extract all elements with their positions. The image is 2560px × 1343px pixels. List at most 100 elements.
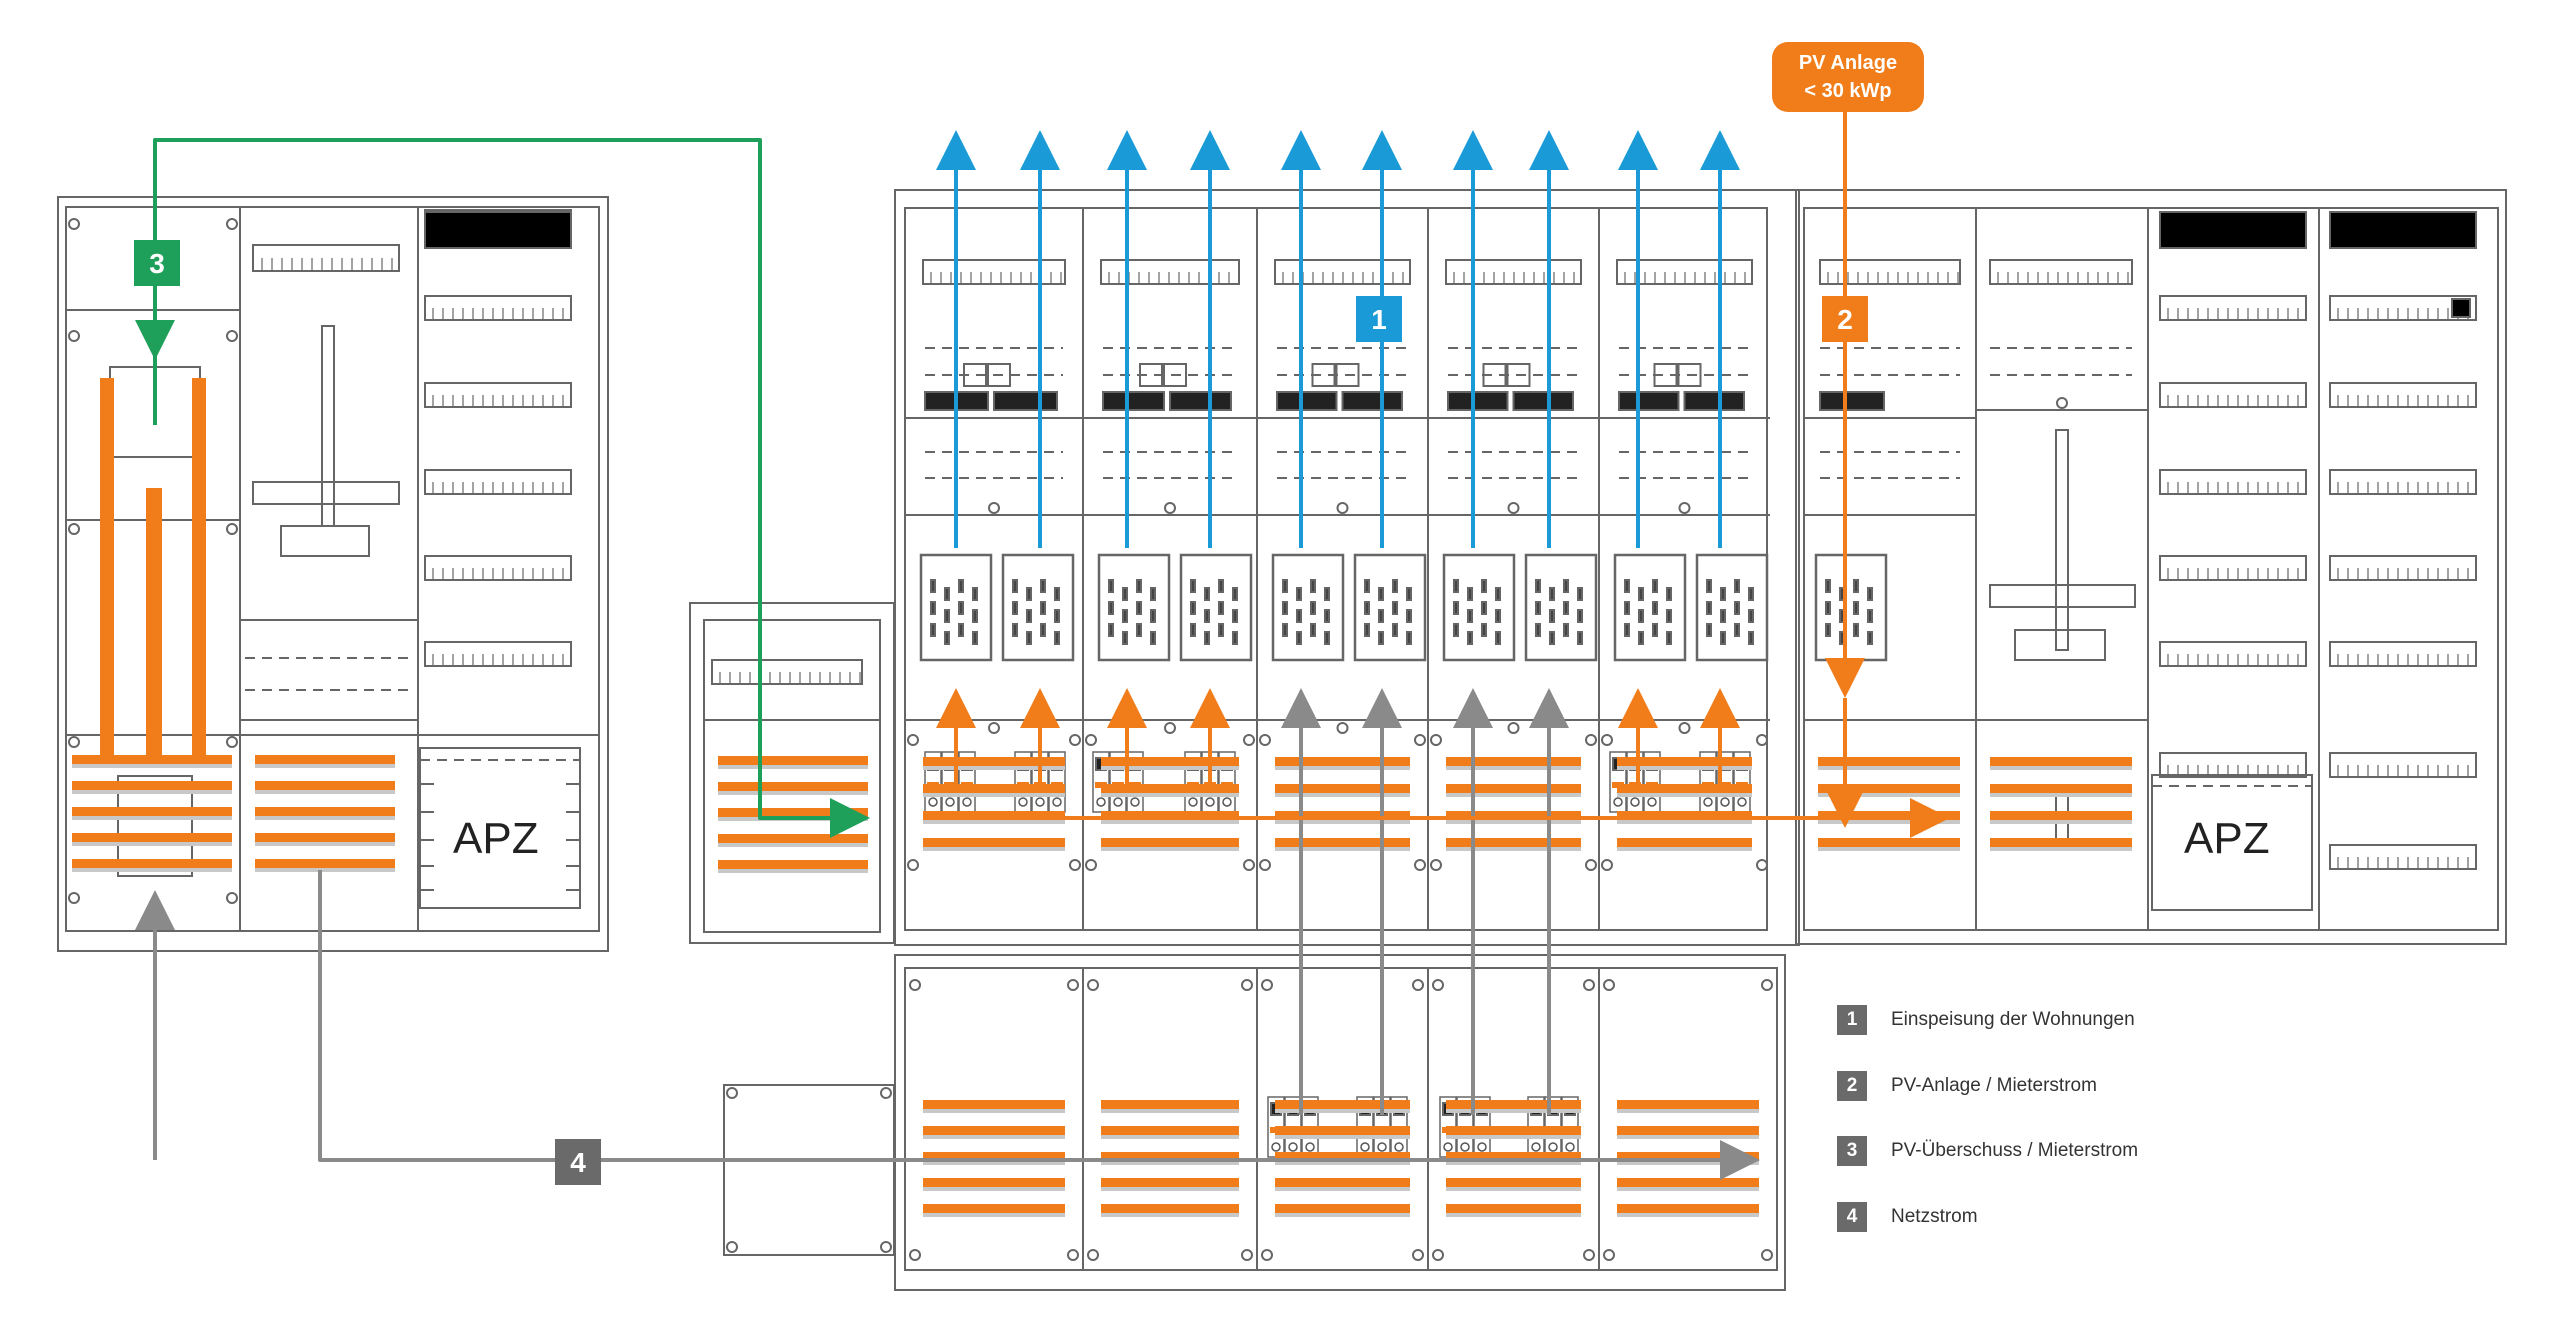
- busbar: [1990, 784, 2132, 793]
- terminal-strip: [711, 659, 863, 685]
- meter-pin: [1108, 601, 1114, 615]
- busbar: [1446, 784, 1581, 793]
- terminal-strip: [424, 641, 572, 667]
- meter-pin: [1706, 623, 1712, 637]
- meter-pin: [1495, 631, 1501, 645]
- mount-hole: [1085, 859, 1097, 871]
- mount-hole: [1067, 1249, 1079, 1261]
- meter-pin: [1282, 601, 1288, 615]
- terminal-strip: [2329, 382, 2477, 408]
- busbar: [1275, 1126, 1410, 1135]
- busbar: [1446, 1152, 1581, 1161]
- meter-pin: [930, 623, 936, 637]
- breaker-screw: [1113, 797, 1123, 807]
- busbar: [718, 834, 868, 843]
- meter-pin: [1364, 601, 1370, 615]
- mount-hole: [988, 502, 1000, 514]
- meter-pin: [1638, 631, 1644, 645]
- mount-hole: [1601, 859, 1613, 871]
- busbar-shadow: [1617, 793, 1752, 797]
- breaker-screw: [1630, 797, 1640, 807]
- busbar: [1101, 1100, 1239, 1109]
- fuse-slot: [1139, 363, 1163, 387]
- small-cabinet-inner: [703, 619, 881, 933]
- meter-pin: [1232, 609, 1238, 623]
- mount-hole: [907, 734, 919, 746]
- meter-pin: [930, 579, 936, 593]
- marker-4: 4: [555, 1139, 601, 1185]
- busbar-shadow: [1446, 1187, 1581, 1191]
- meter-pin: [1563, 623, 1569, 637]
- mount-hole: [68, 523, 80, 535]
- legend-item: 1 Einspeisung der Wohnungen: [1837, 1004, 2138, 1036]
- busbar-shadow: [1990, 766, 2132, 770]
- breaker-screw: [1613, 797, 1623, 807]
- breaker-screw: [1477, 1142, 1487, 1152]
- busbar: [923, 811, 1065, 820]
- busbar: [1818, 757, 1960, 766]
- meter-pin: [1122, 587, 1128, 601]
- black-label-square: [2451, 298, 2471, 318]
- mount-hole: [1243, 859, 1255, 871]
- meter-pin: [1666, 587, 1672, 601]
- busbar-shadow: [1101, 766, 1239, 770]
- busbar: [1275, 1100, 1410, 1109]
- marker-2-number: 2: [1837, 304, 1853, 335]
- mount-hole: [68, 892, 80, 904]
- busbar-shadow: [1101, 1213, 1239, 1217]
- breaker-band: [927, 782, 939, 788]
- meter-pin: [1638, 609, 1644, 623]
- busbar-shadow: [1818, 766, 1960, 770]
- legend-number: 1: [1837, 1005, 1867, 1035]
- meter-pin: [1853, 579, 1859, 593]
- riser: [100, 378, 114, 758]
- meter-pin: [1734, 601, 1740, 615]
- busbar: [923, 757, 1065, 766]
- meter-pin: [1624, 579, 1630, 593]
- fuse-slot: [963, 363, 987, 387]
- mount-hole: [1241, 1249, 1253, 1261]
- meter-pin: [1218, 601, 1224, 615]
- breaker-band: [1359, 1127, 1371, 1133]
- busbar-shadow: [1617, 1135, 1759, 1139]
- pv-label-line1: PV Anlage: [1798, 52, 1898, 74]
- terminal-strip: [2159, 752, 2307, 778]
- fuse-slot: [1335, 363, 1360, 387]
- meter-pin: [1232, 587, 1238, 601]
- busbar-shadow: [1617, 766, 1752, 770]
- meter-socket: [1695, 553, 1769, 662]
- meter-pin: [1026, 587, 1032, 601]
- arrow-layer: [135, 112, 1950, 1180]
- meter-pin: [958, 623, 964, 637]
- breaker-screw: [962, 797, 972, 807]
- breaker-screw: [1647, 797, 1657, 807]
- dark-terminal-block: [1102, 391, 1165, 411]
- meter-pin: [1108, 623, 1114, 637]
- busbar-shadow: [1101, 1187, 1239, 1191]
- dark-terminal-block: [1341, 391, 1403, 411]
- busbar-shadow: [72, 764, 232, 768]
- busbar-shadow: [923, 1213, 1065, 1217]
- busbar: [718, 860, 868, 869]
- breaker-screw: [1052, 797, 1062, 807]
- busbar: [1446, 811, 1581, 820]
- mount-hole: [1585, 734, 1597, 746]
- mount-hole: [1069, 734, 1081, 746]
- breaker-band: [1736, 782, 1748, 788]
- busbar: [923, 1152, 1065, 1161]
- junction-box: [723, 1084, 895, 1256]
- meter-pin: [1190, 601, 1196, 615]
- busbar-shadow: [1275, 1109, 1410, 1113]
- mount-hole: [1259, 859, 1271, 871]
- meter-pin: [972, 631, 978, 645]
- busbar-shadow: [1446, 1135, 1581, 1139]
- busbar-shadow: [1617, 847, 1752, 851]
- meter-pin: [1296, 631, 1302, 645]
- busbar-layer: [72, 378, 2132, 1217]
- busbar-shadow: [1101, 1109, 1239, 1113]
- breaker-screw: [928, 797, 938, 807]
- busbar: [1617, 784, 1752, 793]
- meter-pin: [1495, 587, 1501, 601]
- breaker-screw: [1443, 1142, 1453, 1152]
- meter-pin: [1026, 631, 1032, 645]
